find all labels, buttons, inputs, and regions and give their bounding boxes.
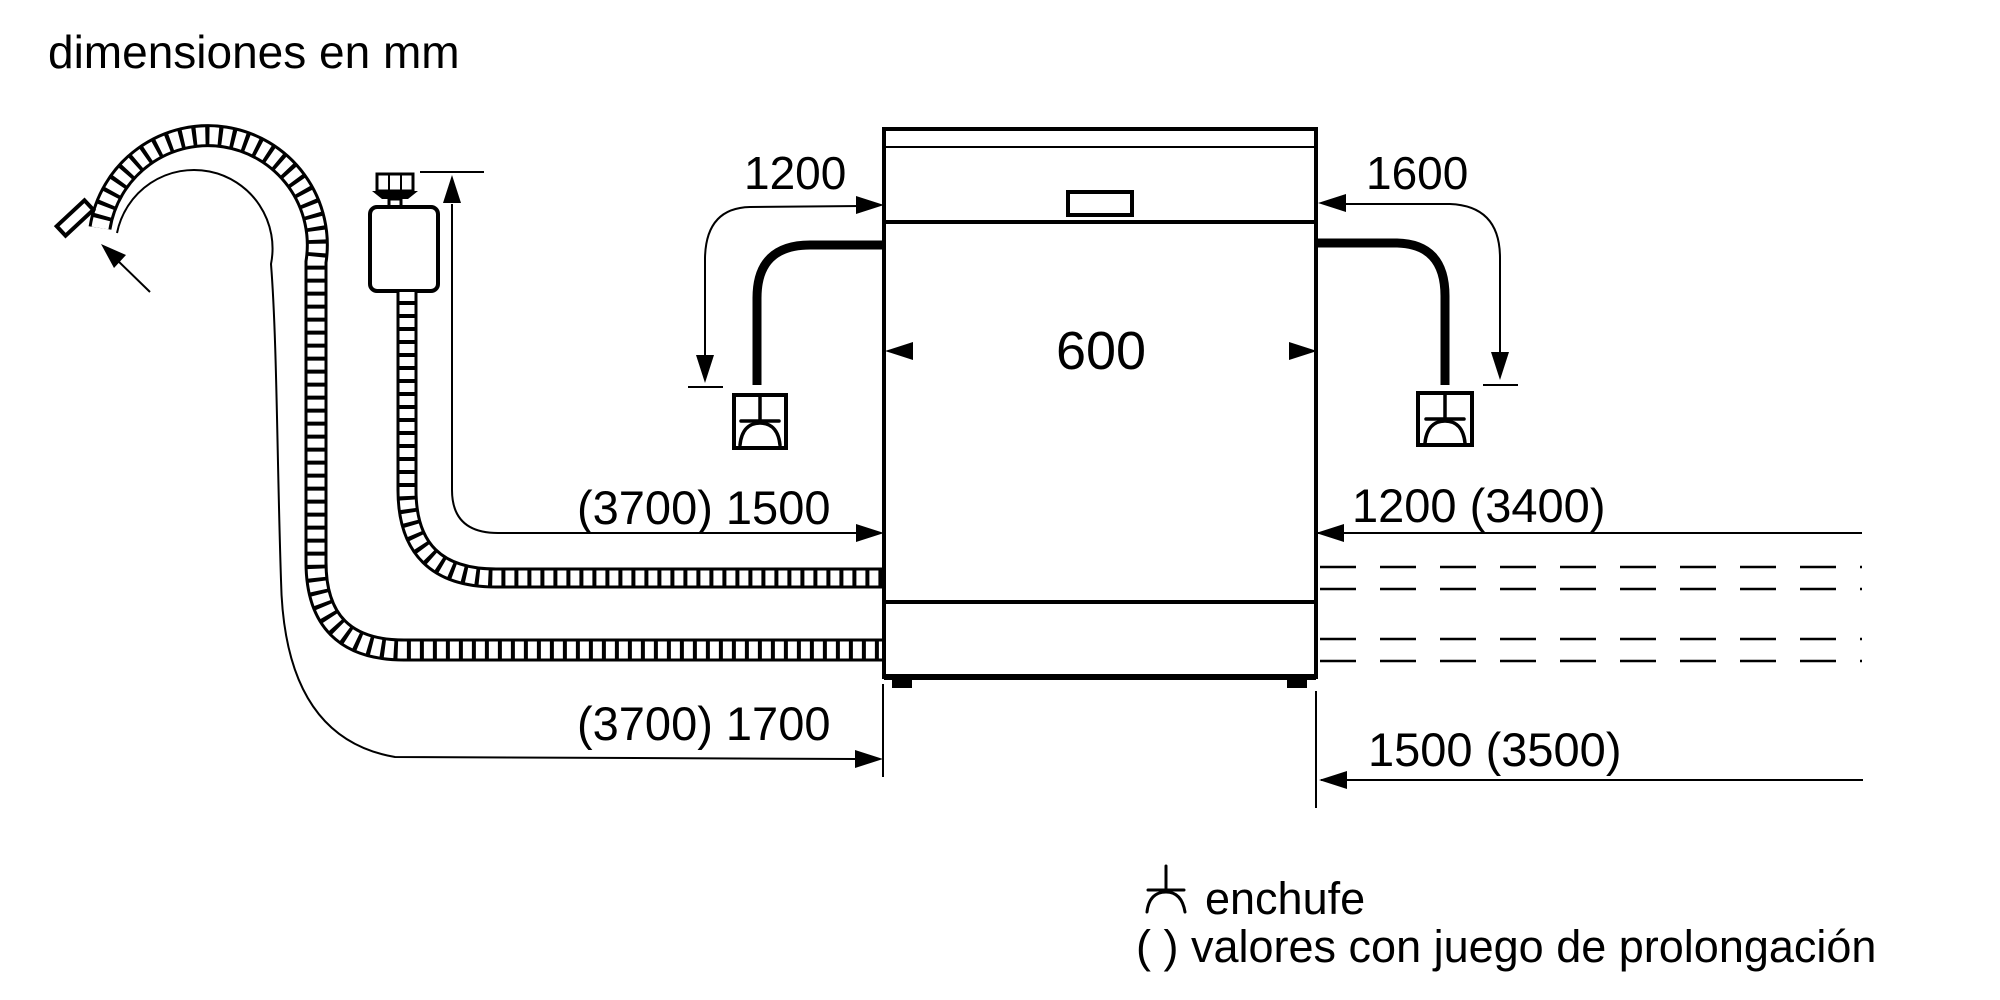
dim-supply-hose: (3700) 1500 — [577, 481, 830, 534]
supply-hose — [396, 292, 884, 589]
power-cord-right — [1316, 238, 1450, 385]
legend: enchufe ( ) valores con juego de prolong… — [1136, 864, 1876, 972]
drain-hose — [53, 124, 884, 662]
foot-left — [892, 677, 912, 688]
door-handle — [1066, 190, 1134, 217]
legend-parentheses-label: ( ) valores con juego de prolongación — [1136, 921, 1876, 972]
dishwasher-body — [882, 127, 1318, 688]
drain-hose-end-cap — [53, 197, 97, 239]
dim-width: 600 — [1056, 321, 1146, 381]
plug-box-right — [1416, 391, 1474, 447]
plug-box-left — [732, 393, 788, 450]
units-note: dimensiones en mm — [48, 26, 460, 78]
dim-drain-hose: (3700) 1700 — [577, 697, 830, 750]
hidden-hose-dashes — [1320, 565, 1862, 663]
dim-cord-right: 1600 — [1366, 147, 1468, 199]
dim-drain-extension: 1500 (3500) — [1368, 723, 1621, 776]
foot-right — [1287, 677, 1307, 688]
dim-supply-extension: 1200 (3400) — [1352, 479, 1605, 532]
power-cord-left — [752, 240, 884, 385]
dim-cord-left: 1200 — [744, 147, 846, 199]
legend-plug-label: enchufe — [1205, 873, 1365, 924]
plug-icon — [1423, 393, 1467, 445]
arrowheads — [101, 175, 1509, 789]
plug-icon — [738, 395, 782, 447]
aquastop-valve — [368, 172, 440, 293]
plug-icon — [1145, 864, 1187, 914]
